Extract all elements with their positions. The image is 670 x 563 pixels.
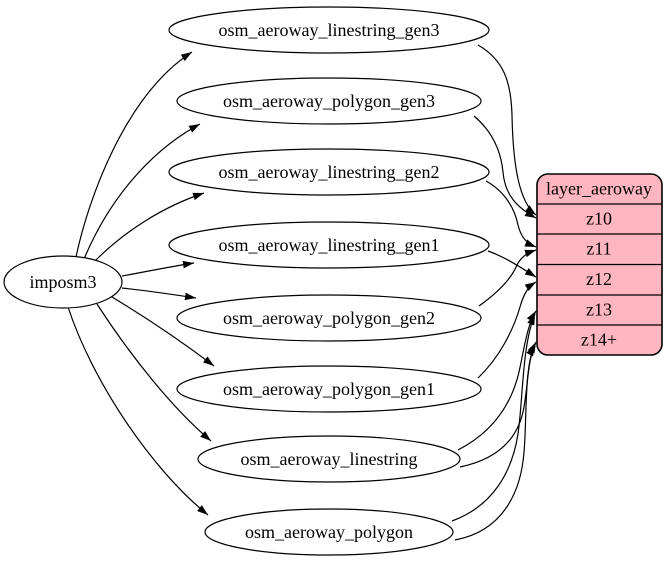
record-row-z12: z12 [586,269,612,289]
record-row-z13: z13 [586,300,612,320]
node-ellipse [176,77,482,125]
record-row-z11: z11 [586,239,611,259]
node-osm-aeroway-linestring-gen1: osm_aeroway_linestring_gen1 [168,221,490,269]
edge-imposm3-to-osm-aeroway-linestring-gen3 [75,51,193,258]
node-label: osm_aeroway_polygon_gen1 [223,379,435,399]
edge-layer [67,44,537,541]
node-label: osm_aeroway_linestring [241,449,418,469]
edge-imposm3-to-osm-aeroway-linestring-gen2 [91,192,205,265]
edge-imposm3-to-osm-aeroway-polygon-gen1 [111,296,215,367]
record-title: layer_aeroway [546,179,652,199]
node-osm-aeroway-linestring-gen2: osm_aeroway_linestring_gen2 [168,148,490,196]
record-row-z10: z10 [586,209,612,229]
edge-osm-aeroway-polygon-gen3-to-z10 [473,115,537,219]
node-ellipse [204,508,454,556]
edge-imposm3-to-osm-aeroway-polygon [67,306,209,516]
edge-imposm3-to-osm-aeroway-polygon-gen2 [121,287,197,301]
node-ellipse [176,365,482,413]
edge-imposm3-to-osm-aeroway-polygon-gen3 [83,123,201,260]
edge-osm-aeroway-linestring-gen1-to-z12 [487,250,537,278]
node-ellipse [168,148,490,196]
node-imposm3: imposm3 [3,255,123,309]
node-osm-aeroway-polygon-gen2: osm_aeroway_polygon_gen2 [176,294,482,342]
node-osm-aeroway-polygon: osm_aeroway_polygon [204,508,454,556]
node-label: osm_aeroway_polygon_gen2 [223,308,435,328]
edge-osm-aeroway-polygon-gen1-to-z12 [477,281,537,379]
node-layer-aeroway: layer_aeroway z10 z11 z12 z13 z14+ [536,173,663,356]
edge-osm-aeroway-linestring-to-z13 [457,310,537,451]
node-label: imposm3 [29,272,96,292]
edge-osm-aeroway-polygon-gen2-to-z11 [478,249,537,307]
edge-imposm3-to-osm-aeroway-linestring-gen1 [121,260,195,277]
edge-osm-aeroway-polygon-to-z14 [454,344,536,541]
node-ellipse [3,255,123,309]
node-ellipse [168,221,490,269]
node-osm-aeroway-linestring-gen3: osm_aeroway_linestring_gen3 [168,6,490,54]
node-osm-aeroway-linestring: osm_aeroway_linestring [197,435,461,483]
node-label: osm_aeroway_polygon [245,522,413,542]
node-label: osm_aeroway_linestring_gen3 [219,20,440,40]
node-ellipse [197,435,461,483]
node-label: osm_aeroway_linestring_gen2 [219,162,440,182]
node-label: osm_aeroway_linestring_gen1 [219,235,440,255]
edge-osm-aeroway-linestring-gen2-to-z11 [485,180,537,248]
edge-imposm3-to-osm-aeroway-linestring [96,303,212,442]
node-label: osm_aeroway_polygon_gen3 [223,91,435,111]
node-ellipse [176,294,482,342]
edge-osm-aeroway-linestring-gen3-to-z10 [477,44,537,216]
record-row-z14: z14+ [581,330,617,350]
node-ellipse [168,6,490,54]
node-osm-aeroway-polygon-gen3: osm_aeroway_polygon_gen3 [176,77,482,125]
node-osm-aeroway-polygon-gen1: osm_aeroway_polygon_gen1 [176,365,482,413]
edge-osm-aeroway-polygon-to-z13 [451,313,536,522]
